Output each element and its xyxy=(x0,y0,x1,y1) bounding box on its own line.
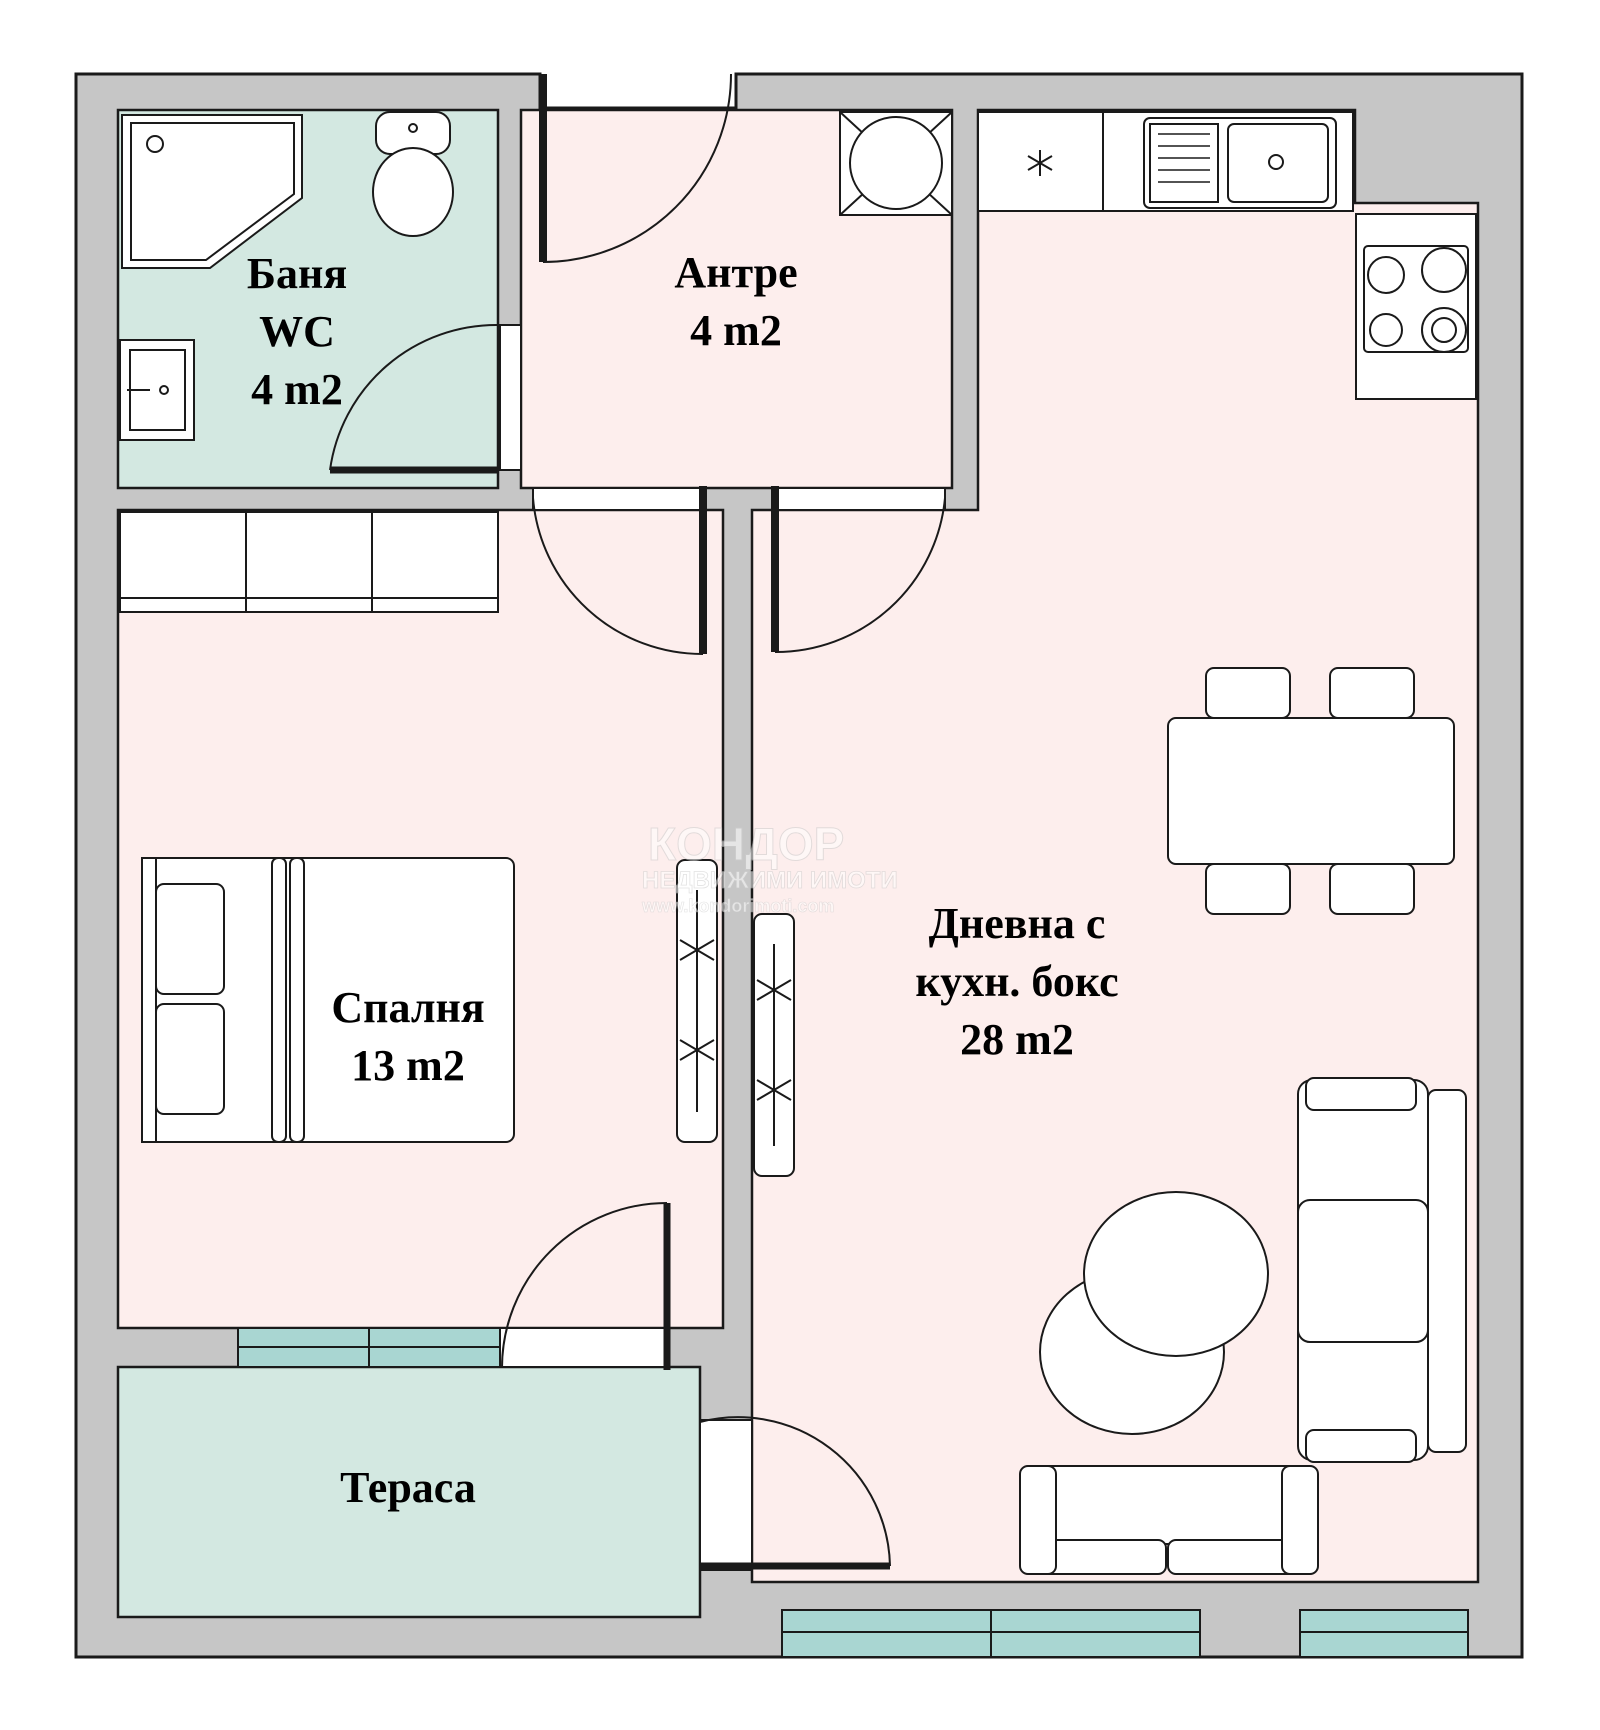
watermark: КОНДОР НЕДВИЖИМИ ИМОТИ www.kondorimoti.c… xyxy=(641,818,898,917)
living-line2: кухн. бокс xyxy=(915,957,1118,1006)
room-labels: Баня WC 4 m2 Антре 4 m2 Дневна с кухн. б… xyxy=(247,248,1119,1512)
kitchen-unit xyxy=(977,111,1477,400)
bathroom-name: Баня xyxy=(247,249,347,298)
entry-name: Антре xyxy=(674,248,797,297)
bathroom-sub: WC xyxy=(259,307,335,356)
doors xyxy=(329,73,946,1570)
windows xyxy=(237,1327,1469,1658)
terrace-name: Тераса xyxy=(340,1463,476,1512)
sofa xyxy=(1297,1077,1467,1463)
watermark-brand: КОНДОР xyxy=(648,818,844,870)
bedroom-name: Спалня xyxy=(331,983,484,1032)
bathroom-fixtures xyxy=(119,111,454,441)
sliding-panels xyxy=(676,859,795,1177)
watermark-url: www.kondorimoti.com xyxy=(641,896,834,916)
wardrobe xyxy=(119,511,499,613)
bathroom-area: 4 m2 xyxy=(251,365,343,414)
double-bed xyxy=(141,857,515,1143)
washing-machine xyxy=(839,111,953,216)
dining-set xyxy=(1167,667,1455,915)
living-line1: Дневна с xyxy=(929,899,1106,948)
watermark-tagline: НЕДВИЖИМИ ИМОТИ xyxy=(642,867,898,894)
door-openings xyxy=(499,324,946,1571)
dining-table xyxy=(1167,717,1455,865)
bedroom-area: 13 m2 xyxy=(351,1041,465,1090)
snowflake-icon xyxy=(1027,150,1053,176)
loveseat xyxy=(1019,1465,1319,1575)
entry-area: 4 m2 xyxy=(690,306,782,355)
room-floors xyxy=(116,108,1480,1619)
living-area: 28 m2 xyxy=(960,1015,1074,1064)
living-window-right xyxy=(1299,1609,1469,1658)
coffee-tables xyxy=(1039,1191,1269,1435)
